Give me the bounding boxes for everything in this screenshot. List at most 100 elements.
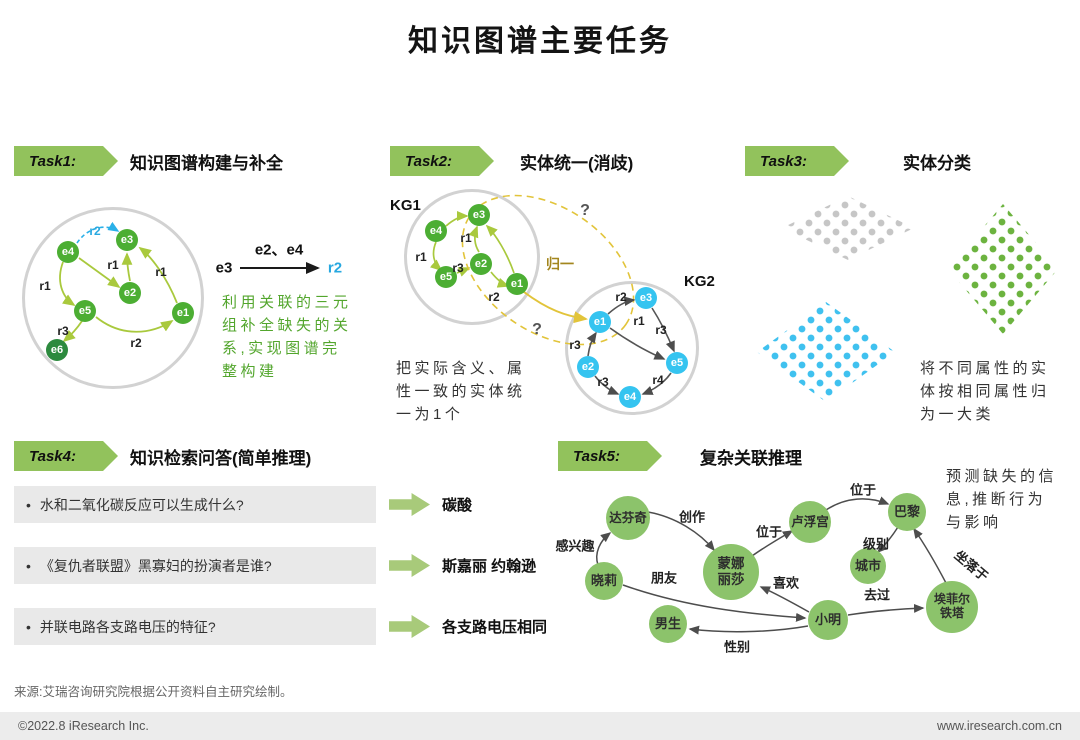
- graph-edge-label: 朋友: [650, 570, 678, 586]
- inference-predicted: r2: [327, 259, 343, 277]
- task1-title: 知识图谱构建与补全: [130, 153, 283, 173]
- entity-cluster-blue: [757, 302, 895, 402]
- graph-node: 晓莉: [585, 562, 623, 600]
- graph-node: e1: [506, 273, 528, 295]
- graph-edge-label: 喜欢: [772, 575, 800, 591]
- website-url: www.iresearch.com.cn: [936, 719, 1062, 733]
- question-text: 《复仇者联盟》黑寡妇的扮演者是谁?: [39, 557, 272, 574]
- task2-title: 实体统一(消歧): [520, 153, 634, 173]
- relation-label: r2: [130, 336, 142, 350]
- graph-node: e2: [119, 282, 141, 304]
- task1-badge: Task1:: [14, 146, 118, 176]
- answer-arrow-icon: [389, 554, 430, 577]
- graph-node: e4: [425, 220, 447, 242]
- relation-label: r1: [415, 250, 427, 264]
- graph-node: 达芬奇: [606, 496, 650, 540]
- graph-edge-label: 性别: [723, 639, 751, 655]
- graph-node: e1: [589, 311, 611, 333]
- graph-node: e4: [619, 386, 641, 408]
- relation-label: r1: [155, 265, 167, 279]
- task4-title: 知识检索问答(简单推理): [130, 448, 312, 468]
- graph-edge-label: 坐落于: [951, 547, 992, 585]
- kg2-label: KG2: [684, 273, 715, 290]
- graph-node: e5: [435, 266, 457, 288]
- graph-node: e5: [74, 300, 96, 322]
- relation-label: r1: [39, 279, 51, 293]
- graph-node: e2: [470, 253, 492, 275]
- task1-description: 利用关联的三元组补全缺失的关系,实现图谱完整构建: [222, 294, 352, 380]
- relation-label: r2: [488, 290, 500, 304]
- relation-label: r2: [89, 224, 101, 238]
- graph-edge-label: 去过: [863, 587, 891, 603]
- graph-edge-label: 位于: [849, 482, 877, 498]
- task3-description: 将不同属性的实体按相同属性归为一大类: [920, 360, 1050, 423]
- task5-description: 预测缺失的信息,推断行为与影响: [946, 468, 1058, 531]
- task2-badge: Task2:: [390, 146, 494, 176]
- answer-text: 斯嘉丽 约翰逊: [442, 558, 537, 575]
- relation-label: r1: [633, 314, 645, 328]
- graph-node: e6: [46, 339, 68, 361]
- relation-label: r4: [652, 373, 664, 387]
- relation-label: r3: [452, 261, 464, 275]
- graph-node: e2: [577, 356, 599, 378]
- answer-arrow-icon: [389, 493, 430, 516]
- task2-description: 把实际含义、属性一致的实体统一为1个: [396, 360, 526, 423]
- edge-arrow: [825, 496, 890, 511]
- relation-label: r3: [569, 338, 581, 352]
- graph-edge-label: 创作: [678, 509, 706, 525]
- relation-label: r3: [597, 375, 609, 389]
- source-note: 来源:艾瑞咨询研究院根据公开资料自主研究绘制。: [14, 685, 293, 699]
- graph-edge-label: 位于: [755, 524, 783, 540]
- task5-badge: Task5:: [558, 441, 662, 471]
- graph-node: 城市: [850, 548, 886, 584]
- bottom-bar: ©2022.8 iResearch Inc. www.iresearch.com…: [0, 712, 1080, 740]
- bullet: •: [26, 557, 31, 574]
- question-bar: • 《复仇者联盟》黑寡妇的扮演者是谁?: [14, 547, 376, 584]
- task3-badge: Task3:: [745, 146, 849, 176]
- inference-evidence: e2、e4: [254, 241, 304, 259]
- copyright-text: ©2022.8 iResearch Inc.: [18, 719, 149, 733]
- question-text: 水和二氧化碳反应可以生成什么?: [39, 496, 244, 513]
- answer-arrow-icon: [389, 615, 430, 638]
- page-title: 知识图谱主要任务: [408, 25, 672, 58]
- graph-node: 小明: [808, 600, 848, 640]
- question-bar: • 水和二氧化碳反应可以生成什么?: [14, 486, 376, 523]
- answer-text: 碳酸: [442, 497, 473, 514]
- merge-label: 归一: [546, 256, 574, 272]
- task4-badge: Task4:: [14, 441, 118, 471]
- graph-node: 蒙娜丽莎: [703, 544, 759, 600]
- graph-node: e3: [635, 287, 657, 309]
- edge-arrow: [688, 625, 809, 635]
- relation-label: r1: [460, 231, 472, 245]
- task3-title: 实体分类: [903, 153, 971, 173]
- bullet: •: [26, 496, 31, 513]
- entity-cluster-green: [948, 204, 1058, 334]
- relation-label: r3: [655, 323, 667, 337]
- task1-graph-ring: [22, 207, 204, 389]
- question-mark: ?: [580, 202, 590, 219]
- edge-arrow: [596, 532, 612, 566]
- graph-node: 埃菲尔铁塔: [926, 581, 978, 633]
- graph-node: e4: [57, 241, 79, 263]
- graph-node: e5: [666, 352, 688, 374]
- graph-node: 卢浮宫: [789, 501, 831, 543]
- graph-node: 男生: [649, 605, 687, 643]
- bullet: •: [26, 618, 31, 635]
- relation-label: r3: [57, 324, 69, 338]
- kg1-label: KG1: [390, 197, 421, 214]
- relation-label: r2: [615, 290, 627, 304]
- graph-node: e3: [116, 229, 138, 251]
- question-bar: • 并联电路各支路电压的特征?: [14, 608, 376, 645]
- graph-node: e1: [172, 302, 194, 324]
- task5-title: 复杂关联推理: [700, 448, 802, 468]
- graph-edge-label: 级别: [862, 536, 890, 552]
- inference-head: e3: [215, 259, 233, 277]
- edge-arrow: [847, 603, 925, 616]
- graph-edge-label: 感兴趣: [555, 538, 595, 554]
- entity-cluster-gray: [782, 196, 914, 260]
- graph-node: e3: [468, 204, 490, 226]
- edge-arrow: [913, 527, 947, 584]
- graph-node: 巴黎: [888, 493, 926, 531]
- question-mark: ?: [532, 321, 542, 338]
